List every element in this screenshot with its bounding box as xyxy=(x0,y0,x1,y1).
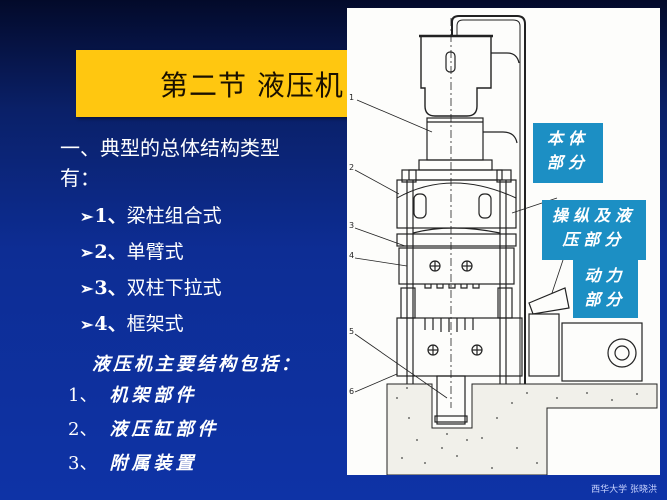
part-label-2: 2 xyxy=(349,163,354,172)
structure-type-list: ➢1、梁柱组合式 ➢2、单臂式 ➢3、双柱下拉式 ➢4、框架式 xyxy=(80,203,222,347)
hydraulic-press-diagram: 1 2 3 4 5 6 本体 部分 操纵及液 压部分 动力 部分 xyxy=(347,8,660,475)
slide-title: 第二节 液压机 xyxy=(160,69,344,102)
callout-body-part: 本体 部分 xyxy=(533,123,603,183)
footer-credit: 西华大学 张晓洪 xyxy=(591,485,657,495)
list-item: 2、液压缸部件 xyxy=(68,419,220,440)
arrow-bullet-icon: ➢ xyxy=(80,243,94,262)
list-item: 1、机架部件 xyxy=(68,385,198,406)
arrow-bullet-icon: ➢ xyxy=(80,315,94,334)
title-bar: 第二节 液压机 xyxy=(76,50,366,117)
main-structure-title: 液压机主要结构包括： xyxy=(92,354,302,375)
part-label-5: 5 xyxy=(349,327,354,336)
list-item: 3、附属装置 xyxy=(68,453,198,474)
main-parts-list: 1、机架部件 2、液压缸部件 3、附属装置 xyxy=(68,383,219,485)
part-label-1: 1 xyxy=(349,93,354,102)
list-item: ➢2、单臂式 xyxy=(80,241,184,263)
list-item: ➢3、双柱下拉式 xyxy=(80,277,222,299)
arrow-bullet-icon: ➢ xyxy=(80,207,94,226)
part-label-4: 4 xyxy=(349,251,354,260)
part-label-3: 3 xyxy=(349,221,354,230)
arrow-bullet-icon: ➢ xyxy=(80,279,94,298)
press-drawing-icon: 1 2 3 4 5 6 xyxy=(349,15,658,475)
section-heading: 一、典型的总体结构类型有： xyxy=(60,136,280,190)
list-item: ➢4、框架式 xyxy=(80,313,184,335)
callout-control-hydraulic-part: 操纵及液 压部分 xyxy=(542,200,646,260)
part-label-6: 6 xyxy=(349,387,354,396)
callout-power-part: 动力 部分 xyxy=(573,260,638,318)
list-item: ➢1、梁柱组合式 xyxy=(80,205,222,227)
